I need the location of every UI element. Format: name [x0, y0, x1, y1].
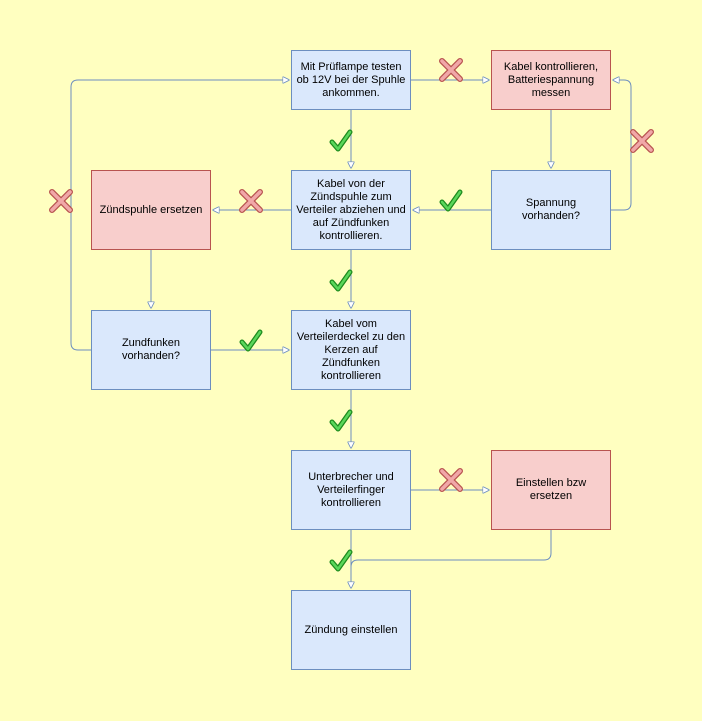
node-breaker-rotor: Unterbrecher und Verteilerfinger kontrol…	[291, 450, 411, 530]
node-distributor-cable-plugs: Kabel vom Verteilerdeckel zu den Kerzen …	[291, 310, 411, 390]
node-spark-present: Zundfunken vorhanden?	[91, 310, 211, 390]
edge-voltage-to-check-cable	[611, 80, 632, 211]
node-voltage-present: Spannung vorhanden?	[491, 170, 611, 250]
cross-icon	[630, 129, 654, 153]
edge-adjust-to-set-ignition	[350, 530, 552, 568]
edge-spark-to-test	[70, 80, 289, 351]
check-icon	[329, 269, 353, 292]
node-check-cable-battery: Kabel kontrollieren, Batteriespannung me…	[491, 50, 611, 110]
check-icon	[329, 409, 353, 432]
node-set-ignition: Zündung einstellen	[291, 590, 411, 670]
check-icon	[439, 189, 463, 212]
node-test-lamp: Mit Prüflampe testen ob 12V bei der Spuh…	[291, 50, 411, 110]
node-replace-coil: Zündspuhle ersetzen	[91, 170, 211, 250]
check-icon	[329, 549, 353, 572]
cross-icon	[49, 189, 73, 213]
check-icon	[239, 329, 263, 352]
cross-icon	[439, 468, 463, 492]
check-icon	[329, 129, 353, 152]
cross-icon	[439, 58, 463, 82]
node-coil-cable-spark: Kabel von der Zündspuhle zum Verteiler a…	[291, 170, 411, 250]
cross-icon	[239, 189, 263, 213]
node-adjust-replace: Einstellen bzw ersetzen	[491, 450, 611, 530]
